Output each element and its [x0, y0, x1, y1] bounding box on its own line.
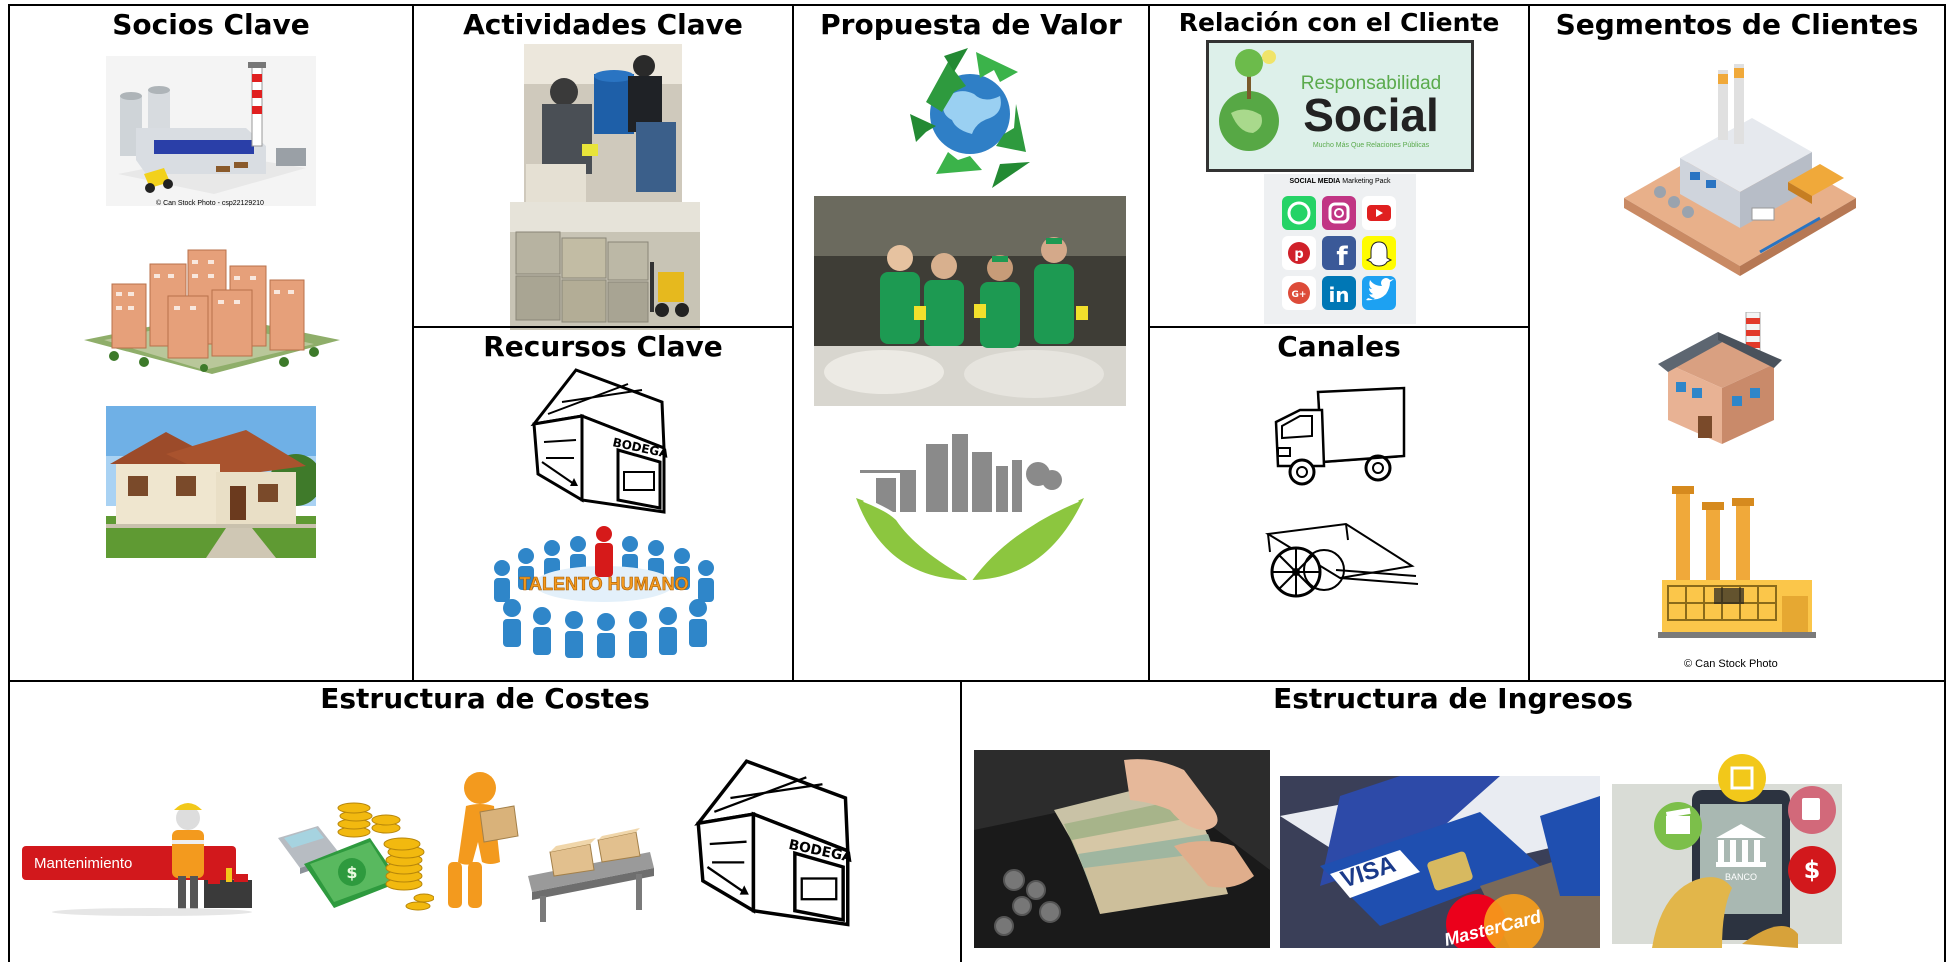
socios-clave-cell: Socios Clave	[8, 4, 414, 682]
estructura-costes-title: Estructura de Costes	[320, 682, 650, 715]
badge-word-1: Responsabilidad	[1301, 73, 1442, 94]
svg-text:$: $	[346, 863, 357, 882]
relacion-cliente-title: Relación con el Cliente	[1178, 8, 1500, 37]
green-city-leaf-icon	[856, 430, 1086, 590]
estructura-costes-cell: Estructura de Costes Mantenimiento	[8, 680, 962, 962]
social-media-icons: SOCIAL MEDIA Marketing Pack p f G+	[1264, 174, 1416, 324]
recursos-clave-title: Recursos Clave	[483, 330, 723, 363]
actividades-clave-cell: Actividades Clave	[412, 4, 794, 330]
recycling-workers-photo	[524, 44, 682, 202]
recycle-globe-icon	[896, 42, 1046, 194]
svg-text:$: $	[1804, 856, 1821, 884]
socios-clave-title: Socios Clave	[112, 8, 310, 41]
canales-title: Canales	[1277, 330, 1401, 363]
recursos-clave-cell: Recursos Clave BODEGA	[412, 326, 794, 682]
conveyor-worker-icon	[440, 766, 660, 924]
propuesta-valor-title: Propuesta de Valor	[820, 8, 1122, 41]
badge-sub: Mucho Más Que Relaciones Públicas	[1313, 142, 1430, 149]
talent-label: TALENTO HUMANO	[519, 574, 688, 594]
svg-text:in: in	[1328, 283, 1349, 307]
svg-text:f: f	[1336, 242, 1348, 272]
costes-warehouse-icon: BODEGA	[684, 752, 862, 936]
truck-icon	[1268, 386, 1410, 490]
actividades-clave-title: Actividades Clave	[463, 8, 743, 41]
isometric-factory-icon	[1620, 62, 1860, 278]
talent-crowd-icon: TALENTO HUMANO	[482, 524, 726, 658]
svg-text:G+: G+	[1292, 290, 1307, 300]
mobile-banking-icon: BANCO $	[1612, 754, 1862, 948]
estructura-ingresos-cell: Estructura de Ingresos	[960, 680, 1946, 962]
maintenance-icon: Mantenimiento	[22, 788, 280, 918]
relacion-cliente-cell: Relación con el Cliente Responsabilidad …	[1148, 4, 1530, 328]
chimney-factory-icon	[1658, 484, 1828, 642]
bank-label: BANCO	[1725, 872, 1757, 882]
factory-icon	[106, 56, 316, 206]
cart-icon	[1262, 518, 1422, 600]
canales-cell: Canales	[1148, 326, 1530, 682]
maintenance-label: Mantenimiento	[34, 855, 132, 872]
apartment-buildings-icon	[84, 244, 340, 374]
socios-stock-caption: © Can Stock Photo - csp22129210	[156, 200, 264, 207]
small-factory-icon	[1654, 312, 1784, 450]
segmentos-clientes-title: Segmentos de Clientes	[1555, 8, 1919, 41]
segmentos-clientes-cell: Segmentos de Clientes	[1528, 4, 1946, 682]
responsabilidad-social-badge: Responsabilidad Social Mucho Más Que Rel…	[1206, 40, 1474, 172]
cash-register-photo	[974, 750, 1270, 948]
money-calculator-icon: $	[274, 798, 434, 918]
recycled-bales-photo	[510, 202, 700, 330]
credit-cards-photo: VISA MasterCard	[1280, 776, 1600, 948]
segmentos-stock-caption: © Can Stock Photo	[1684, 658, 1778, 670]
recyclers-team-photo	[814, 196, 1126, 406]
propuesta-valor-cell: Propuesta de Valor	[792, 4, 1150, 682]
house-icon	[106, 406, 316, 558]
warehouse-icon: BODEGA	[524, 362, 674, 522]
estructura-ingresos-title: Estructura de Ingresos	[1273, 682, 1633, 715]
social-pack-caption: SOCIAL MEDIA Marketing Pack	[1289, 178, 1391, 185]
badge-word-2: Social	[1303, 89, 1439, 141]
svg-text:p: p	[1294, 247, 1303, 262]
